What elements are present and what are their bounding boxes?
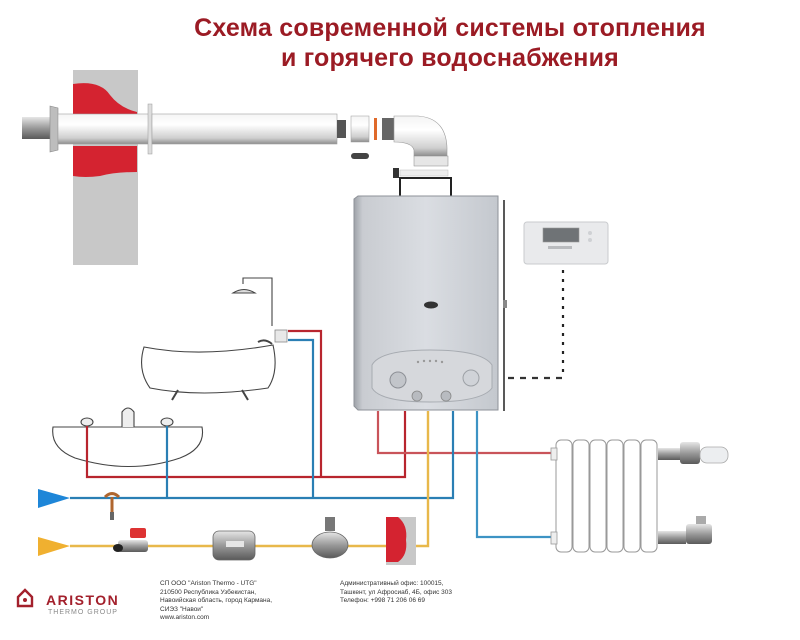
flue-adapter — [399, 177, 452, 196]
sink-bowl-icon — [52, 426, 204, 467]
gas-pipe — [70, 411, 430, 548]
company-address: СП ООО "Ariston Thermo - UTG" 210500 Рес… — [160, 580, 273, 621]
return-lockshield-valve[interactable] — [658, 516, 712, 544]
chimney-gasket — [374, 118, 377, 140]
boiler-knob-heating[interactable] — [411, 390, 423, 402]
title-line-2: и горячего водоснабжения — [281, 44, 619, 72]
hot-pipe-sink — [85, 411, 407, 479]
heating-supply-pipe — [376, 411, 553, 455]
cold-pipe-bath — [288, 338, 315, 498]
cold-water-pipes — [70, 338, 553, 539]
gas-wall-passage — [386, 517, 416, 565]
bathtub-icon — [141, 344, 276, 394]
coaxial-chimney — [22, 103, 452, 196]
bath-mixer — [274, 329, 288, 343]
boiler-pressure-gauge — [389, 371, 407, 389]
chimney-flange — [147, 103, 153, 155]
heating-return-pipe — [475, 411, 553, 539]
brand-name: ARISTON — [46, 592, 120, 608]
boiler-knob-dhw[interactable] — [440, 390, 452, 402]
wall — [73, 70, 138, 265]
hot-pipe-bath — [288, 329, 323, 477]
sink-hot-valve — [80, 417, 94, 427]
gas-pressure-regulator — [311, 517, 349, 559]
gas-valve[interactable] — [113, 528, 148, 552]
hot-water-pipes — [85, 329, 553, 479]
room-thermostat[interactable] — [523, 221, 609, 265]
bathtub-with-shower — [141, 277, 288, 401]
boiler-display — [462, 369, 480, 387]
shower-head-icon — [231, 288, 257, 294]
boiler-height-label — [503, 300, 507, 308]
office-address: Административный офис: 100015, Ташкент, … — [340, 580, 453, 604]
thermostat-display — [542, 227, 580, 243]
thermostat-cable — [508, 270, 565, 380]
title-line-1: Схема современной системы отопления — [194, 14, 706, 42]
cold-water-inlet-arrow — [38, 489, 70, 508]
boiler-logo-window — [424, 301, 438, 309]
thermostatic-head — [699, 446, 729, 464]
sink-cold-valve — [160, 417, 174, 427]
gas-meter — [212, 530, 256, 561]
clamp-ring — [351, 153, 369, 159]
chimney-rosette — [49, 105, 59, 153]
chimney-elbow — [393, 115, 448, 157]
boiler-control-panel — [371, 349, 493, 403]
boiler[interactable] — [353, 195, 499, 411]
wall-insulation-top — [73, 83, 137, 118]
brand-subtitle: THERMO GROUP — [48, 609, 118, 616]
cold-water-tee-filter — [103, 492, 121, 520]
sink — [52, 407, 204, 467]
chimney-terminal — [22, 117, 50, 139]
gas-inlet-arrow — [38, 537, 70, 556]
chimney-extension-pipe — [151, 113, 338, 145]
ariston-logo-icon — [16, 588, 34, 608]
thermostatic-radiator-valve[interactable] — [658, 442, 729, 464]
cold-pipe-main — [70, 411, 455, 500]
radiator — [550, 439, 658, 553]
sink-faucet-icon — [121, 407, 135, 427]
chimney-joint — [337, 120, 346, 138]
wall-insulation-bottom — [73, 146, 137, 177]
